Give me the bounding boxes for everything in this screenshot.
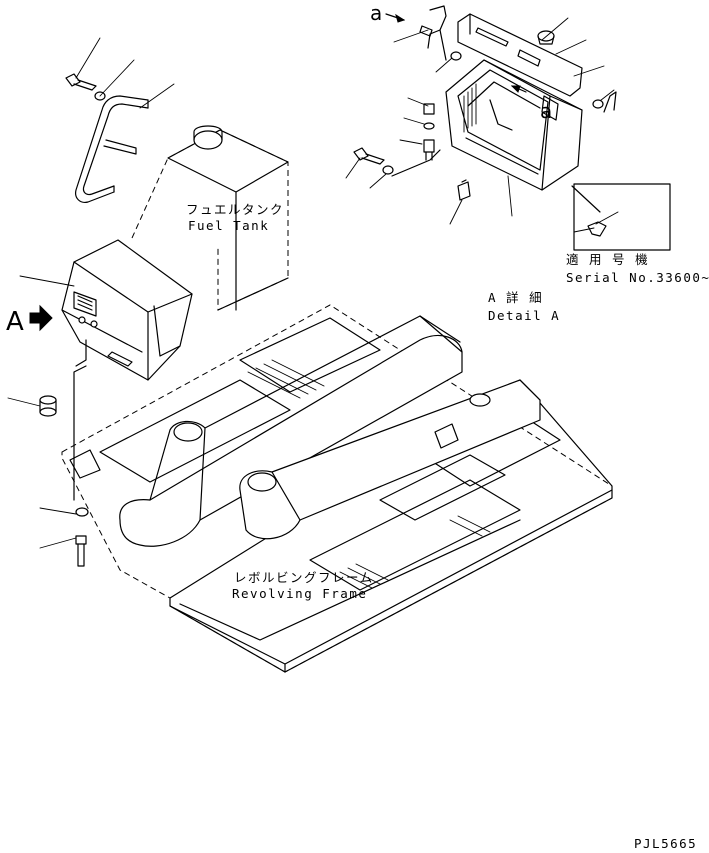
revolving-frame-label-en: Revolving Frame <box>232 586 367 601</box>
rubber-stopper <box>457 179 471 201</box>
fuel-tank-label-jp: フュエルタンク <box>186 202 284 217</box>
detail-label-jp: A 詳 細 <box>488 290 543 305</box>
rubber-cushion <box>39 395 57 417</box>
tool-box <box>61 239 193 381</box>
stud <box>423 103 435 161</box>
ref-mark-a-box: a <box>540 99 552 123</box>
bolt <box>75 535 87 567</box>
revolving-frame <box>61 304 613 673</box>
cap <box>537 30 555 45</box>
hinge-latch <box>419 5 447 61</box>
detail-label-en: Detail A <box>488 308 560 323</box>
washer <box>382 165 394 175</box>
ref-mark-a-top: a <box>370 1 382 25</box>
hand-rail <box>75 95 149 203</box>
applicable-label-jp: 適 用 号 機 <box>566 252 649 267</box>
revolving-frame-label-jp: レボルビングフレーム <box>234 570 374 585</box>
serial-label: Serial No.33600~ <box>566 270 709 285</box>
fuel-tank <box>131 125 289 311</box>
washer <box>75 507 89 517</box>
view-arrow-icon <box>29 304 53 332</box>
washer <box>450 51 462 61</box>
serial-detail-box <box>573 183 671 251</box>
drawing-code: PJL5665 <box>634 836 697 851</box>
bolt <box>65 73 97 91</box>
view-a-label: A <box>6 307 24 337</box>
fuel-tank-label-en: Fuel Tank <box>188 218 269 233</box>
bolt <box>353 147 385 165</box>
detail-tool-box <box>445 13 583 191</box>
